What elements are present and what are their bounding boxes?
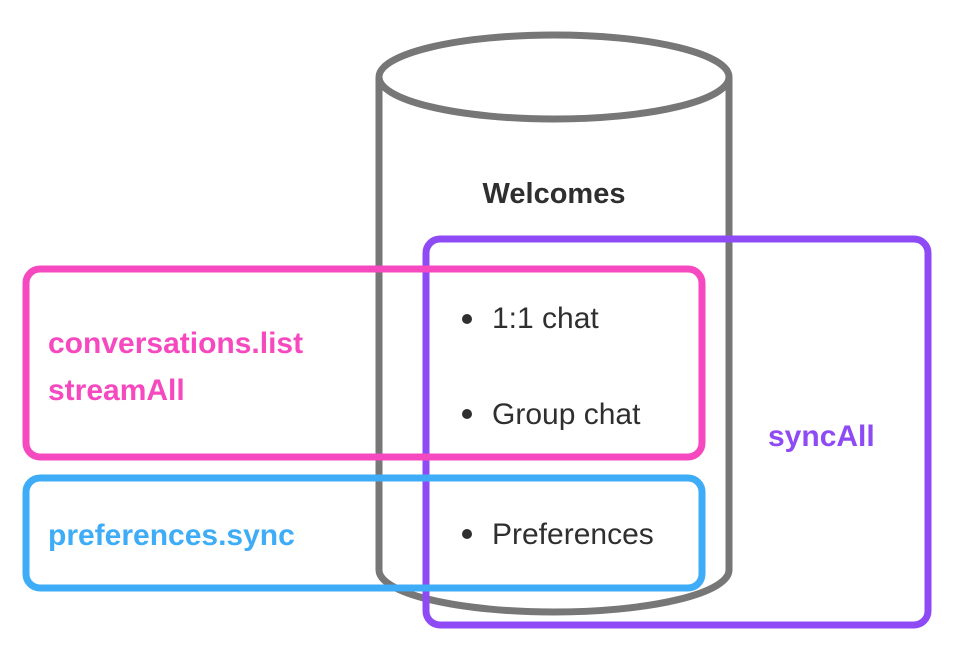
database-item-list: 1:1 chat Group chat Preferences <box>462 302 654 551</box>
cylinder-top <box>375 31 733 123</box>
syncall-box <box>422 235 932 629</box>
database-item-preferences: Preferences <box>492 518 654 551</box>
preferences-box <box>22 474 706 592</box>
label-sync-all: syncAll <box>768 420 875 453</box>
bullet-icon <box>462 409 472 419</box>
label-preferences-sync: preferences.sync <box>48 519 295 552</box>
database-item-one-to-one-chat: 1:1 chat <box>492 302 599 335</box>
label-conversations-list: conversations.list <box>48 327 303 360</box>
database-item-group-chat: Group chat <box>492 398 641 431</box>
bullet-icon <box>462 529 472 539</box>
bullet-icon <box>462 314 472 324</box>
label-stream-all: streamAll <box>48 374 185 407</box>
database-title: Welcomes <box>483 178 626 210</box>
conversations-box <box>22 265 706 461</box>
